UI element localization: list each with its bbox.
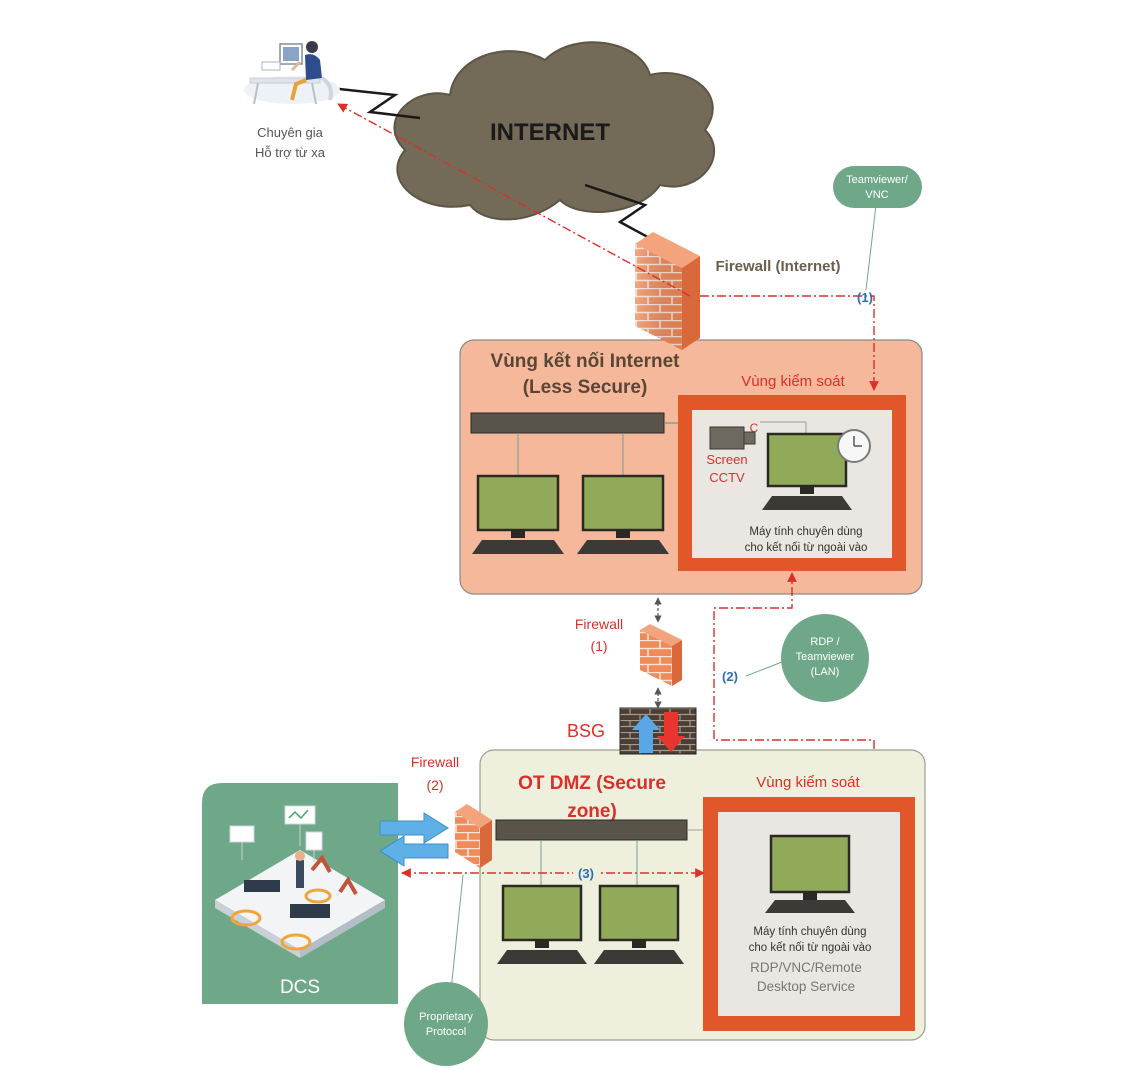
step-1-label: (1) bbox=[857, 290, 873, 305]
less-secure-zone-title-line2: (Less Secure) bbox=[523, 377, 648, 398]
pc-bottom-desc-line1: Máy tính chuyên dùng bbox=[753, 926, 866, 938]
lightning-link-left bbox=[329, 86, 421, 120]
expert-label-line1: Chuyên gia bbox=[257, 125, 324, 140]
pc-bottom-desc-line2: cho kết nối từ ngoài vào bbox=[749, 942, 872, 954]
workstation-pc-icon bbox=[577, 474, 669, 554]
remote-access-path-2 bbox=[713, 572, 879, 801]
firewall-2-label-line1: Firewall bbox=[411, 754, 459, 770]
bubble-rdp-line2: Teamviewer bbox=[796, 651, 855, 663]
network-switch-top bbox=[470, 412, 665, 434]
step-3-label: (3) bbox=[578, 866, 594, 881]
remote-access-path-1 bbox=[700, 295, 879, 391]
clock-icon bbox=[837, 429, 871, 463]
lightning-link-right bbox=[584, 183, 669, 250]
less-secure-zone-title-line1: Vùng kết nối Internet bbox=[491, 351, 681, 372]
control-zone-top-label: Vùng kiểm soát bbox=[741, 373, 845, 390]
workstation-pc-icon bbox=[472, 474, 564, 554]
dcs-label: DCS bbox=[280, 977, 320, 998]
bubble-proprietary-line2: Protocol bbox=[426, 1026, 466, 1038]
bubble-proprietary-line1: Proprietary bbox=[419, 1011, 473, 1023]
ot-dmz-title-line2: zone) bbox=[567, 801, 617, 822]
screen-cctv-line1: Screen bbox=[706, 452, 747, 467]
firewall-internet-icon bbox=[635, 232, 700, 350]
internet-label: INTERNET bbox=[490, 119, 610, 146]
firewall-1-label-line1: Firewall bbox=[575, 616, 623, 632]
camera-letter: C bbox=[750, 421, 759, 435]
pc-top-desc-line1: Máy tính chuyên dùng bbox=[749, 526, 862, 538]
firewall-2-label-line2: (2) bbox=[426, 777, 443, 793]
internet-cloud: INTERNET bbox=[393, 41, 716, 221]
bubble-rdp-line3: (LAN) bbox=[811, 666, 840, 678]
bubble-proprietary-protocol bbox=[404, 982, 488, 1066]
remote-expert-icon bbox=[244, 41, 340, 105]
remote-service-line1: RDP/VNC/Remote bbox=[750, 960, 862, 975]
bsg-gateway-icon bbox=[619, 707, 697, 755]
remote-access-path-expert bbox=[337, 103, 691, 297]
firewall-2-icon bbox=[455, 804, 492, 868]
ot-dmz-title-line1: OT DMZ (Secure bbox=[518, 773, 666, 794]
step-2-label: (2) bbox=[722, 669, 738, 684]
network-switch-bottom bbox=[495, 819, 688, 841]
bsg-label: BSG bbox=[567, 721, 605, 741]
workstation-pc-icon bbox=[497, 884, 587, 964]
dedicated-pc-top-icon bbox=[762, 432, 852, 510]
bubble-rdp-teamviewer bbox=[781, 614, 869, 702]
bubble-teamviewer-vnc bbox=[833, 166, 922, 208]
bubble-teamviewer-line2: VNC bbox=[865, 189, 888, 201]
workstation-pc-icon bbox=[594, 884, 684, 964]
data-flow-arrow-out bbox=[379, 835, 449, 867]
remote-service-line2: Desktop Service bbox=[757, 979, 855, 994]
pc-top-desc-line2: cho kết nối từ ngoài vào bbox=[745, 542, 868, 554]
firewall-1-label-line2: (1) bbox=[590, 638, 607, 654]
bubble-rdp-line1: RDP / bbox=[810, 636, 840, 648]
cctv-camera-icon bbox=[709, 426, 756, 450]
firewall-1-icon bbox=[640, 624, 682, 686]
firewall-internet-label: Firewall (Internet) bbox=[715, 258, 840, 275]
dedicated-pc-bottom-icon bbox=[765, 834, 855, 913]
dcs-plant-illustration bbox=[215, 805, 385, 958]
data-flow-arrow-in bbox=[379, 812, 449, 844]
bubble-teamviewer-line1: Teamviewer/ bbox=[846, 174, 909, 186]
control-zone-bottom-label: Vùng kiểm soát bbox=[756, 774, 860, 791]
screen-cctv-line2: CCTV bbox=[709, 470, 745, 485]
expert-label-line2: Hỗ trợ từ xa bbox=[255, 145, 326, 160]
